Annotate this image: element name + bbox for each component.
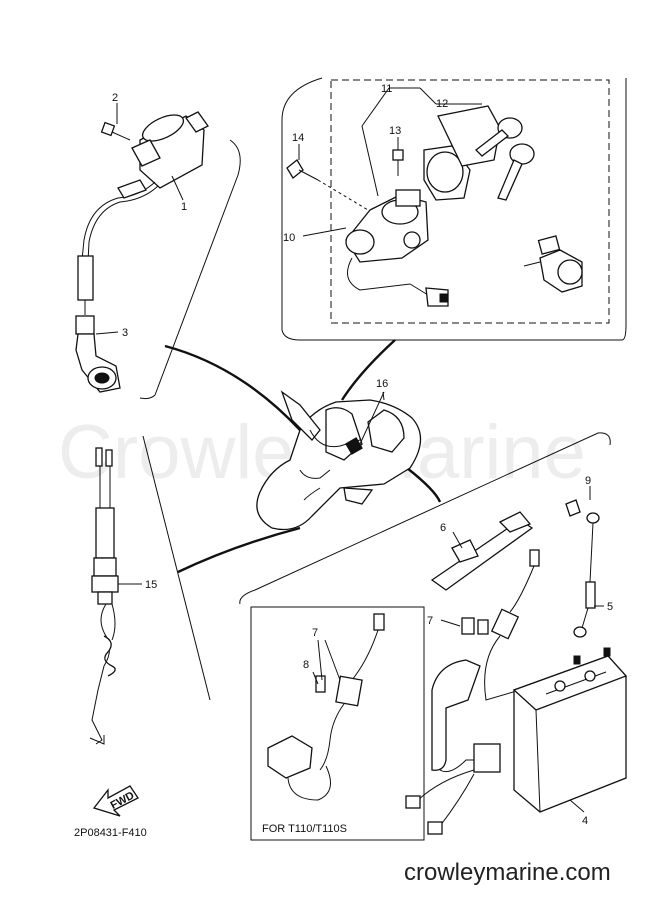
- part-label-2: 2: [112, 92, 118, 104]
- drawing-code: 2P08431-F410: [74, 827, 147, 839]
- part-labels: 2 1 3 11 12 13 14 10 16 15 6 7 7 8 9 5 4: [112, 83, 613, 827]
- leader-lines: [95, 87, 604, 813]
- part-label-13: 13: [389, 125, 401, 137]
- part-label-8: 8: [303, 659, 309, 671]
- part-label-7a: 7: [312, 627, 318, 639]
- part-label-16: 16: [376, 378, 388, 390]
- part-label-1: 1: [181, 201, 187, 213]
- neutral-switch-assembly: [89, 447, 119, 745]
- t110-relay-inset: [267, 613, 385, 801]
- part-label-15: 15: [145, 579, 157, 591]
- panel-outlines: [139, 77, 627, 841]
- main-switch-assembly: [286, 105, 583, 307]
- ignition-coil-assembly: [75, 111, 209, 393]
- part-label-4: 4: [582, 815, 588, 827]
- part-label-12: 12: [436, 98, 448, 110]
- key-icon: [475, 117, 523, 157]
- part-label-3: 3: [122, 327, 128, 339]
- part-label-7b: 7: [427, 615, 433, 627]
- part-label-11: 11: [381, 83, 392, 95]
- part-label-9: 9: [585, 475, 591, 487]
- part-label-5: 5: [607, 601, 613, 613]
- site-url[interactable]: crowleymarine.com: [404, 859, 611, 886]
- fwd-label: FWD: [109, 790, 137, 812]
- part-label-14: 14: [292, 132, 304, 144]
- motorcycle-location-view: [256, 390, 422, 531]
- part-label-10: 10: [283, 232, 295, 244]
- fwd-arrow-icon: FWD: [92, 785, 139, 817]
- part-label-6: 6: [440, 522, 446, 534]
- battery-assembly: [405, 499, 628, 835]
- inset-note: FOR T110/T110S: [262, 823, 347, 835]
- key-icon: [497, 143, 535, 201]
